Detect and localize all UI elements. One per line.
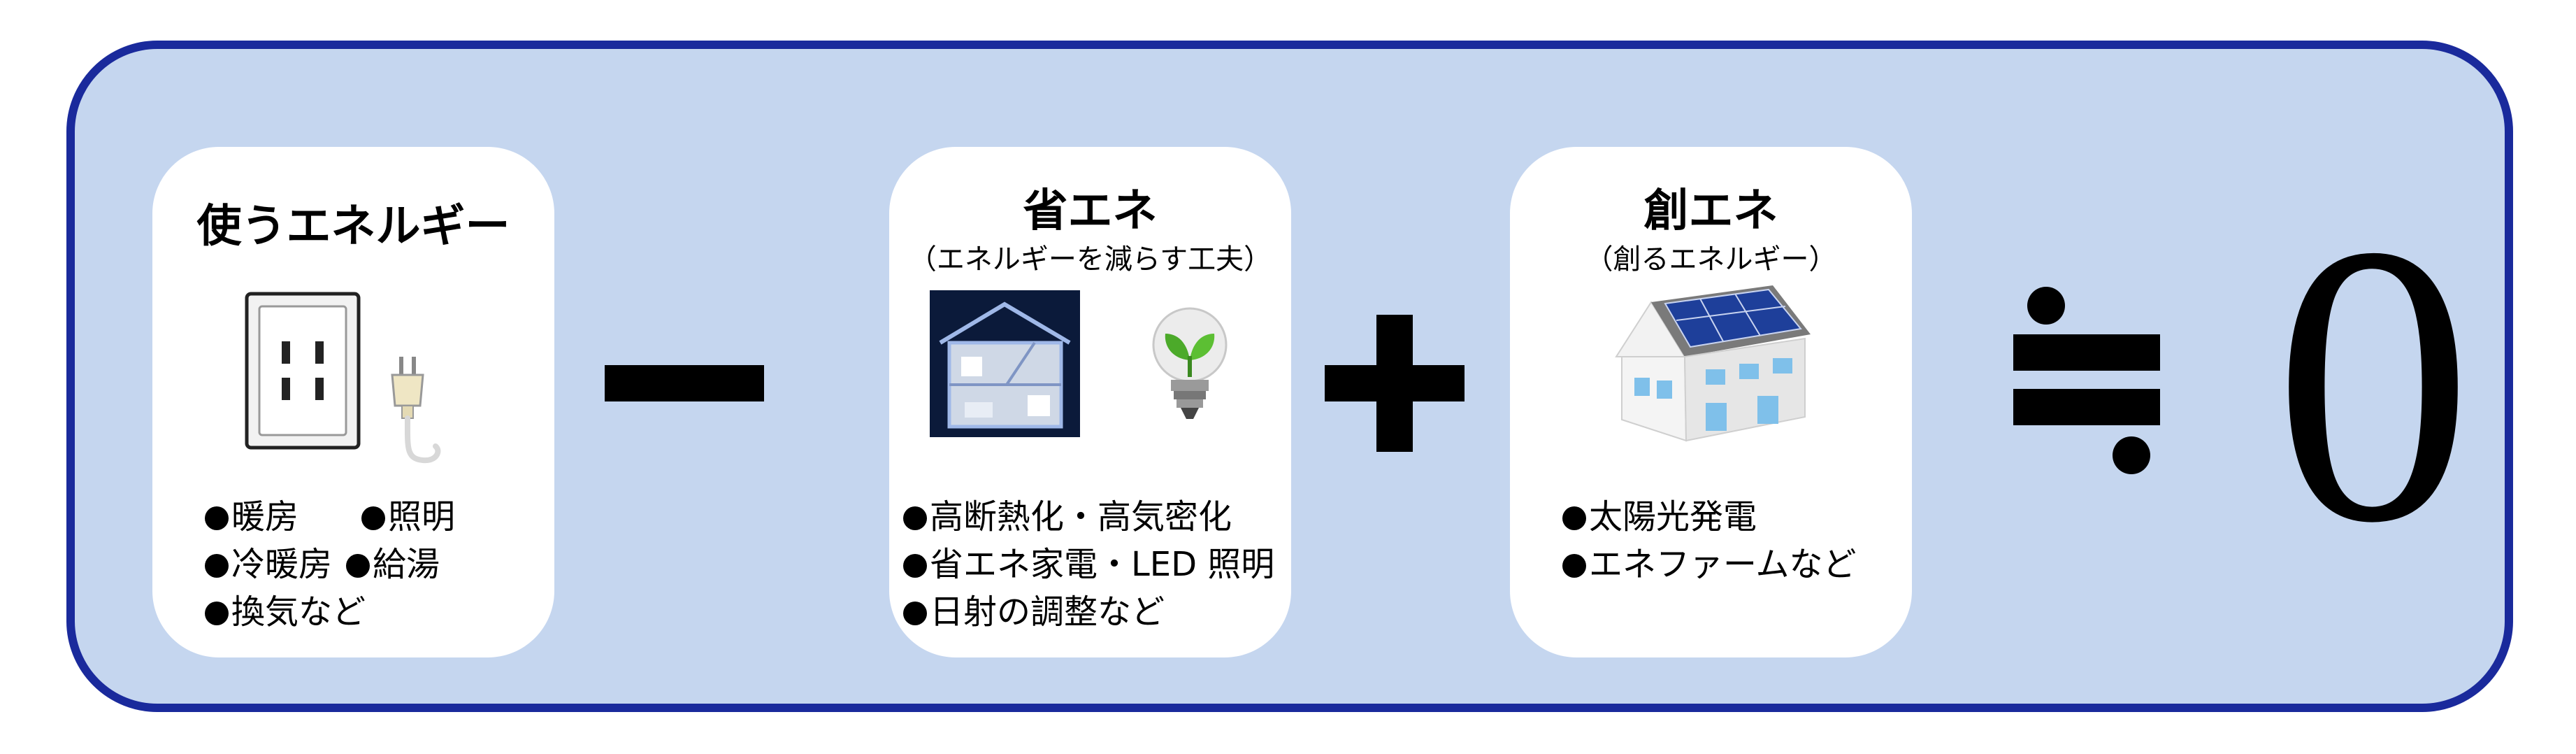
list-item: 太陽光発電: [1589, 497, 1757, 536]
approx-dot-bottom: [2113, 436, 2150, 474]
list-item: 省エネ家電・LED 照明: [930, 545, 1275, 584]
approx-dot-top: [2027, 287, 2065, 325]
bullet-icon: [1562, 554, 1586, 578]
list-item: 給湯: [373, 545, 440, 584]
bullet-icon: [205, 506, 229, 530]
energy-creation-subtitle: （創るエネルギー）: [1585, 243, 1837, 276]
list-item: 高断熱化・高気密化: [930, 497, 1232, 536]
plus-vertical-bar: [1376, 315, 1413, 452]
bullet-icon: [903, 602, 927, 625]
energy-saving-title: 省エネ: [1023, 185, 1158, 237]
energy-saving-card: 省エネ （エネルギーを減らす工夫） 高断熱化・高気密化 省エネ家電・LED 照明…: [889, 147, 1291, 657]
led-bulb-icon: [1152, 307, 1228, 419]
list-item: 換気など: [231, 592, 366, 632]
list-item: 日射の調整など: [930, 592, 1165, 632]
used-energy-title: 使うエネルギー: [196, 201, 510, 252]
bullet-icon: [903, 554, 927, 578]
list-item: 冷暖房: [231, 545, 333, 584]
bullet-icon: [346, 554, 370, 578]
bullet-icon: [903, 506, 927, 530]
insulated-house-icon: [930, 290, 1080, 437]
approx-bar-bottom: [2013, 389, 2160, 425]
used-energy-card: 使うエネルギー 暖房 照明 冷暖房 給湯 換気など: [152, 147, 554, 657]
energy-creation-list: 太陽光発電 エネファームなど: [1562, 493, 1857, 588]
bullet-icon: [205, 602, 229, 625]
bullet-icon: [361, 506, 386, 530]
energy-saving-list: 高断熱化・高気密化 省エネ家電・LED 照明 日射の調整など: [903, 493, 1274, 636]
bullet-icon: [205, 554, 229, 578]
outlet-plug-icon: [245, 292, 441, 464]
energy-creation-title: 創エネ: [1643, 185, 1778, 237]
energy-saving-subtitle: （エネルギーを減らす工夫）: [908, 243, 1272, 276]
used-energy-list: 暖房 照明 冷暖房 給湯 換気など: [205, 493, 455, 636]
energy-creation-card: 創エネ （創るエネルギー） 太陽光発電 エネファームなど: [1510, 147, 1912, 657]
list-item: 暖房: [231, 497, 299, 536]
bullet-icon: [1562, 506, 1586, 530]
list-item: エネファームなど: [1589, 545, 1857, 584]
minus-sign: [605, 365, 764, 401]
solar-house-icon: [1615, 285, 1811, 442]
list-item: 照明: [388, 497, 456, 536]
net-zero-result: 0: [2273, 164, 2473, 605]
approx-bar-top: [2013, 334, 2160, 371]
